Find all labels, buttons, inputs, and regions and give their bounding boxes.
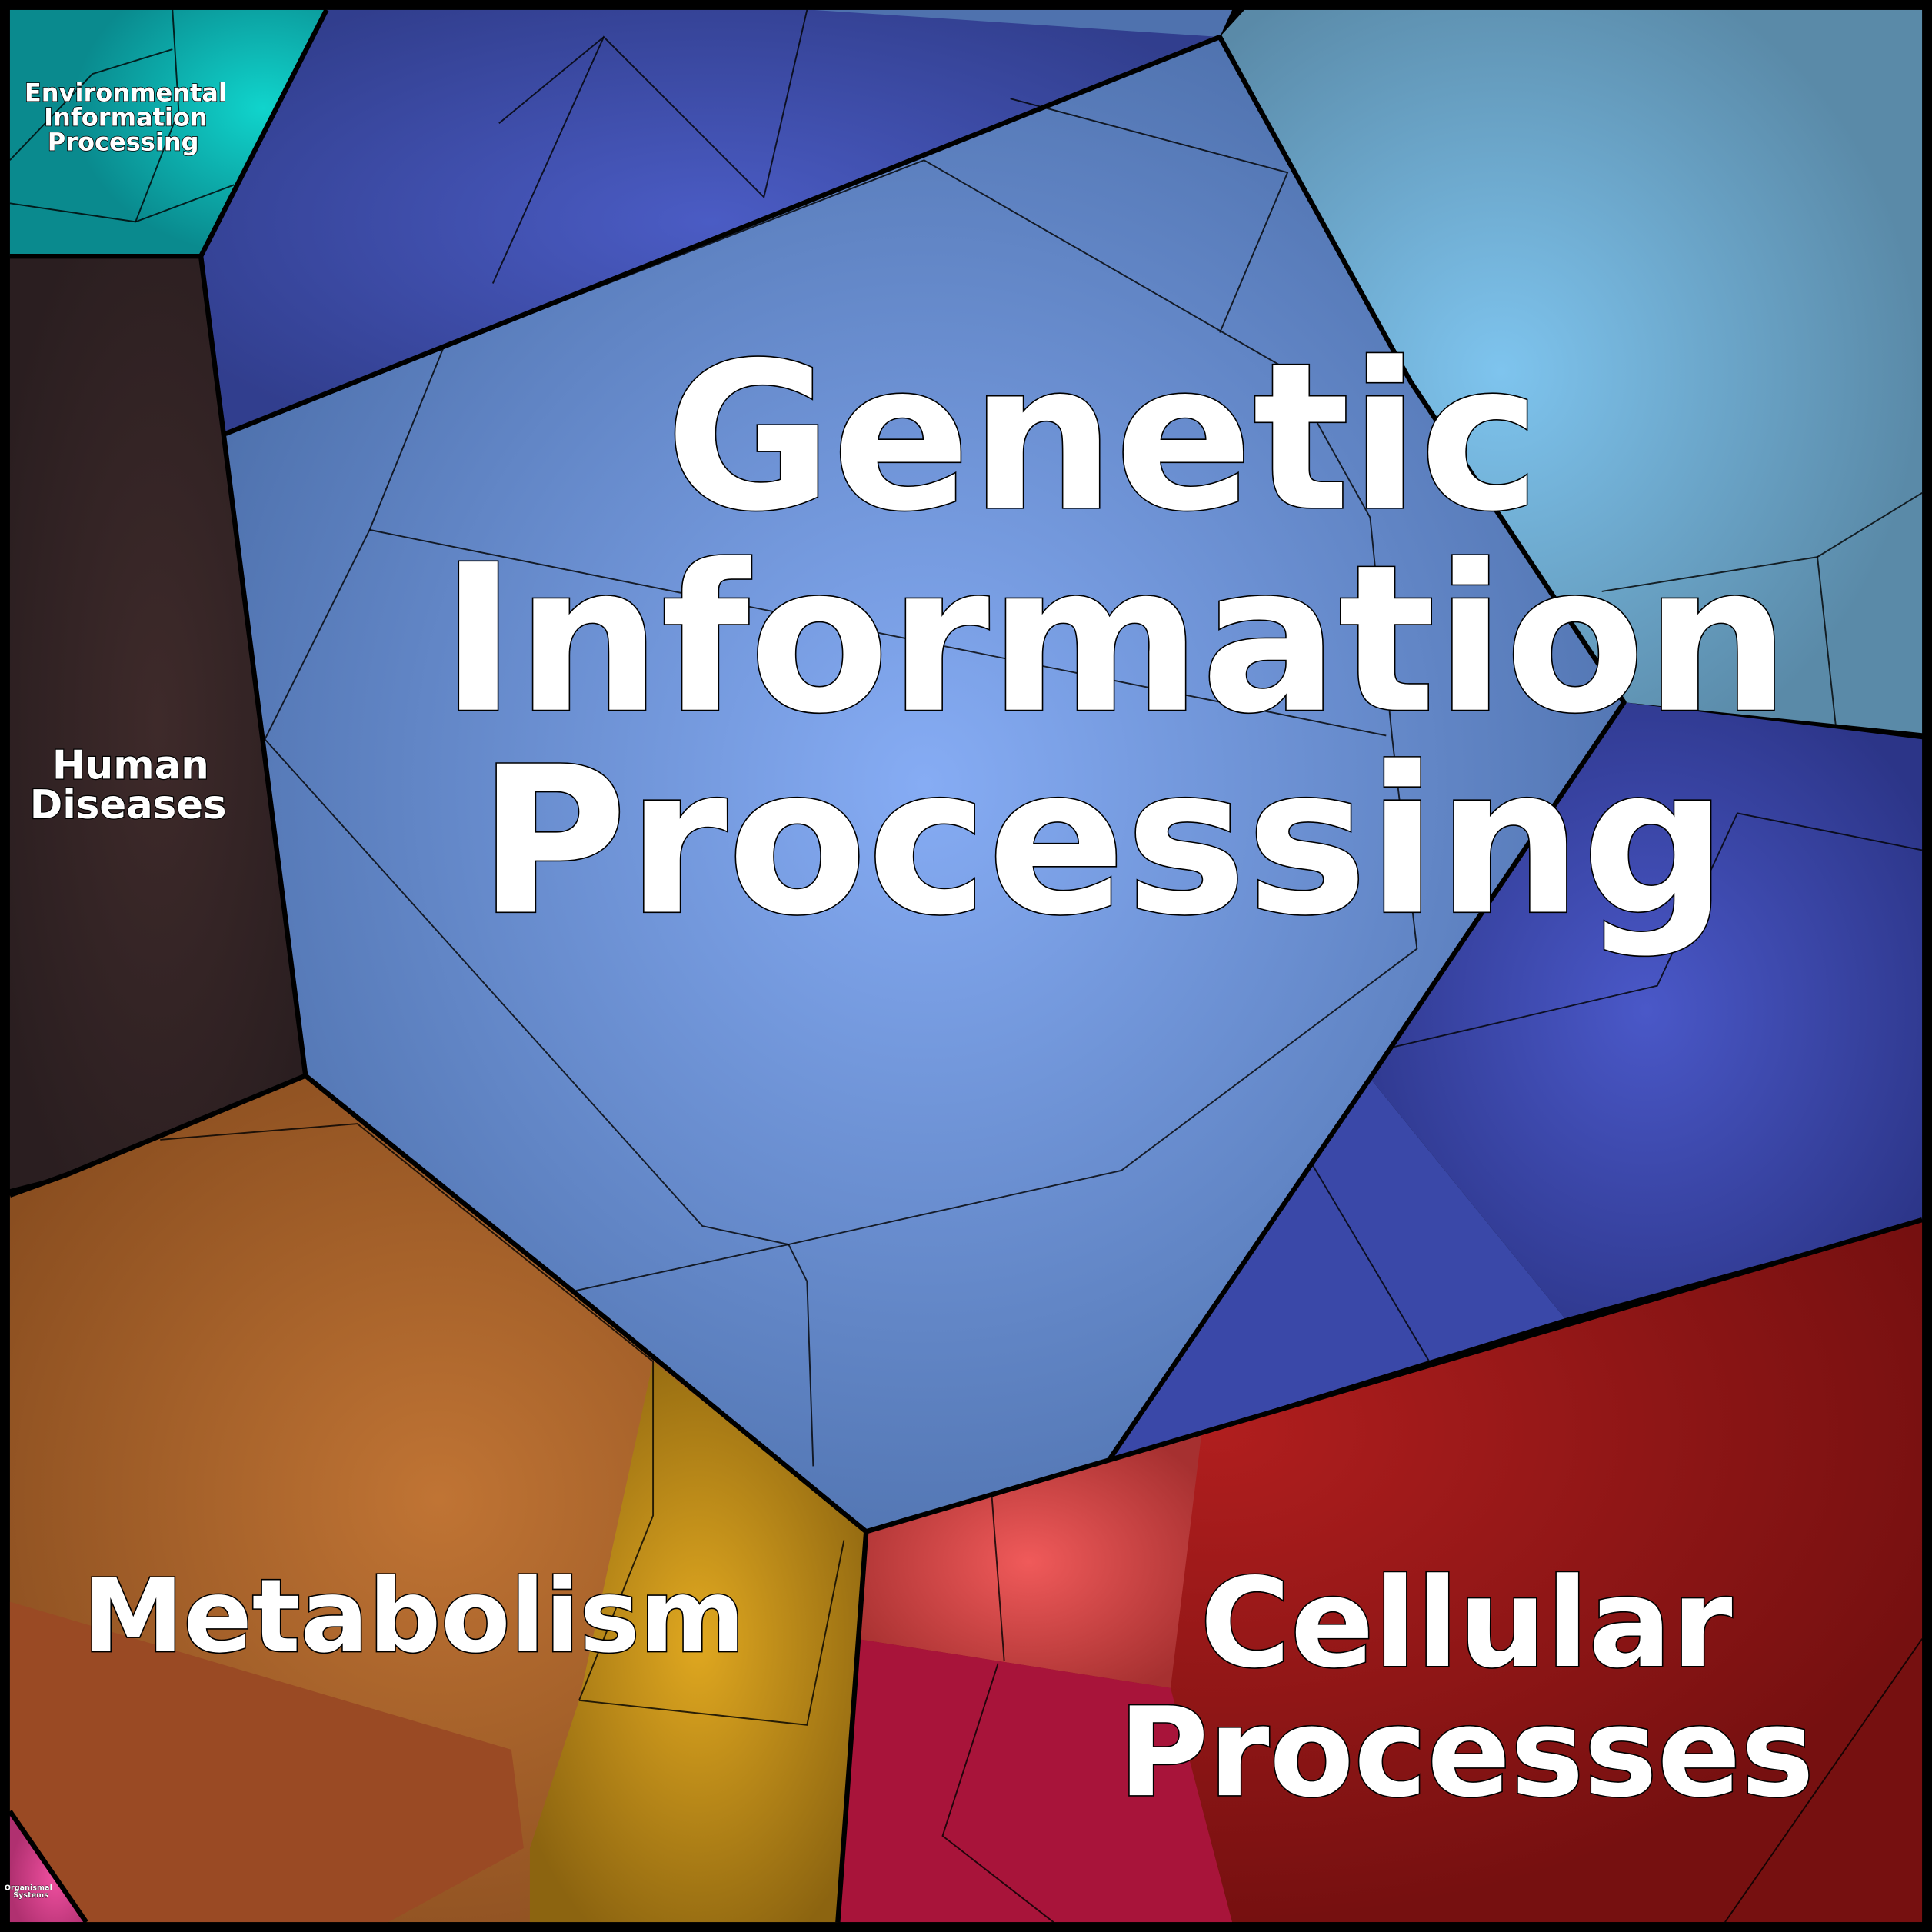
label-organismal-line1: Organismal <box>5 1884 52 1893</box>
label-genetic-line3: Processing <box>478 724 1727 961</box>
label-genetic-line1: Genetic <box>665 320 1540 556</box>
label-organismal-line2: Systems <box>13 1891 48 1900</box>
region-environmental-information-processing[interactable] <box>9 9 327 257</box>
region-human-diseases[interactable] <box>9 256 306 1189</box>
label-environmental-line3: Processing <box>48 127 199 156</box>
label-environmental-line2: Information <box>44 102 208 132</box>
label-cellular-line2: Processes <box>1118 1681 1814 1824</box>
label-human-line1: Human <box>52 742 209 788</box>
label-environmental-line1: Environmental <box>25 78 227 107</box>
label-human-line2: Diseases <box>30 782 227 828</box>
region-metabolism[interactable] <box>9 1075 867 1923</box>
label-cellular-line1: Cellular <box>1200 1551 1732 1695</box>
label-metabolism: Metabolism <box>83 1557 745 1675</box>
label-genetic-line2: Information <box>441 522 1790 758</box>
region-cellular-processes[interactable] <box>838 1220 1923 1923</box>
region-genetic-information-processing[interactable] <box>201 9 1923 1532</box>
